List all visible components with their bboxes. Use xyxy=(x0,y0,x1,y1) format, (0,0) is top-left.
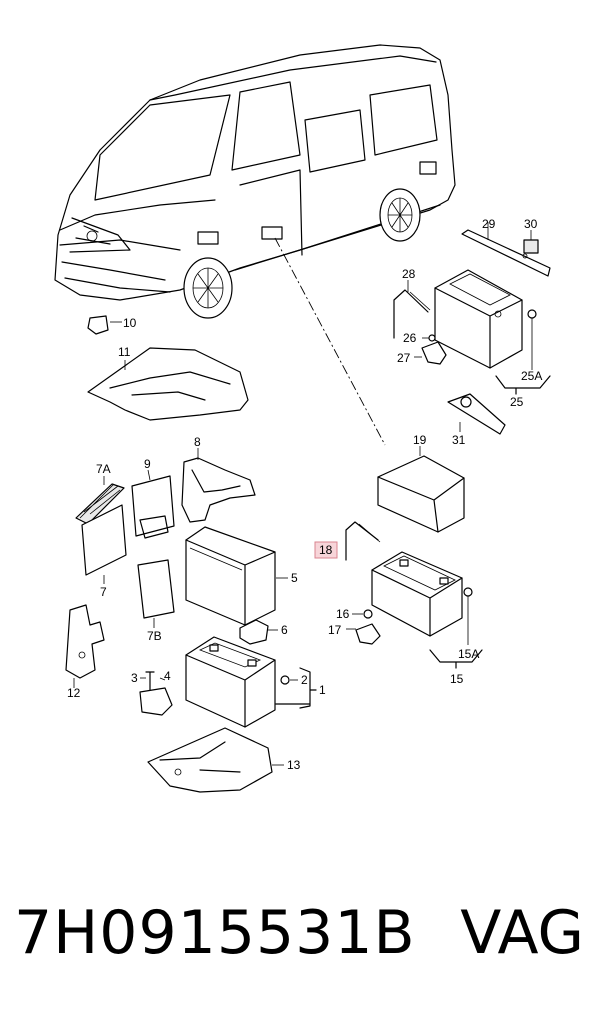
label-31: 31 xyxy=(452,433,466,447)
callout-labels: 10 11 7A 9 8 7 7B 5 6 12 3 4 2 1 13 29 3… xyxy=(67,217,542,772)
part-6-clamp xyxy=(239,619,278,645)
part-7B-pad xyxy=(137,559,175,628)
label-2: 2 xyxy=(301,673,308,687)
label-5: 5 xyxy=(291,571,298,585)
part-1-battery xyxy=(185,636,317,728)
part-19-battery-cover xyxy=(377,446,465,533)
part-25A-screw xyxy=(527,309,537,370)
label-18: 18 xyxy=(319,543,333,557)
label-7A: 7A xyxy=(96,462,111,476)
part-30-nut xyxy=(523,230,539,254)
part-8-insulation xyxy=(181,448,256,523)
part-18-highlight xyxy=(314,541,338,559)
label-30: 30 xyxy=(524,217,538,231)
part-9-pad xyxy=(131,469,175,539)
part-7-pad xyxy=(81,504,127,584)
label-11: 11 xyxy=(118,345,131,359)
part-18-cable xyxy=(345,521,381,561)
label-13: 13 xyxy=(287,758,301,772)
part-28-cable xyxy=(393,280,431,339)
brand-label: VAG xyxy=(460,898,584,968)
label-8: 8 xyxy=(194,435,201,449)
part-26-27-bolt-clamp xyxy=(414,334,447,365)
part-12-bracket xyxy=(65,604,105,688)
part-25-battery xyxy=(434,269,551,395)
part-3-4-holddown xyxy=(139,671,173,716)
label-26: 26 xyxy=(403,331,417,345)
label-1: 1 xyxy=(319,683,326,697)
battery-parts-diagram: 10 11 7A 9 8 7 7B 5 6 12 3 4 2 1 13 29 3… xyxy=(54,44,551,793)
label-25: 25 xyxy=(510,395,524,409)
part-13-base-plate xyxy=(147,727,284,793)
part-11-tray-cover xyxy=(87,347,249,421)
label-29: 29 xyxy=(482,217,496,231)
label-15: 15 xyxy=(450,672,464,686)
label-7B: 7B xyxy=(147,629,162,643)
label-15A: 15A xyxy=(458,647,479,661)
label-10: 10 xyxy=(123,316,137,330)
part-number: 7H0915531B xyxy=(14,898,416,968)
label-4: 4 xyxy=(164,669,171,683)
label-16: 16 xyxy=(336,607,350,621)
label-7: 7 xyxy=(100,585,107,599)
part-16-17-nut-clamp xyxy=(346,609,381,645)
part-15A-screw xyxy=(463,587,473,645)
part-5-battery-cover xyxy=(185,526,288,626)
label-12: 12 xyxy=(67,686,81,700)
part-31-terminal-bracket xyxy=(447,393,506,435)
label-25A: 25A xyxy=(521,369,542,383)
part-2-plug xyxy=(280,675,298,685)
van-illustration xyxy=(54,44,456,319)
part-10-clip xyxy=(87,315,122,335)
part-29-rail xyxy=(461,222,551,277)
guide-line xyxy=(274,237,386,446)
label-6: 6 xyxy=(281,623,288,637)
label-17: 17 xyxy=(328,623,342,637)
label-9: 9 xyxy=(144,457,151,471)
label-3: 3 xyxy=(131,671,138,685)
label-19: 19 xyxy=(413,433,427,447)
part-7A-mesh xyxy=(75,476,125,525)
label-27: 27 xyxy=(397,351,411,365)
part-15-battery xyxy=(371,551,483,669)
label-28: 28 xyxy=(402,267,416,281)
